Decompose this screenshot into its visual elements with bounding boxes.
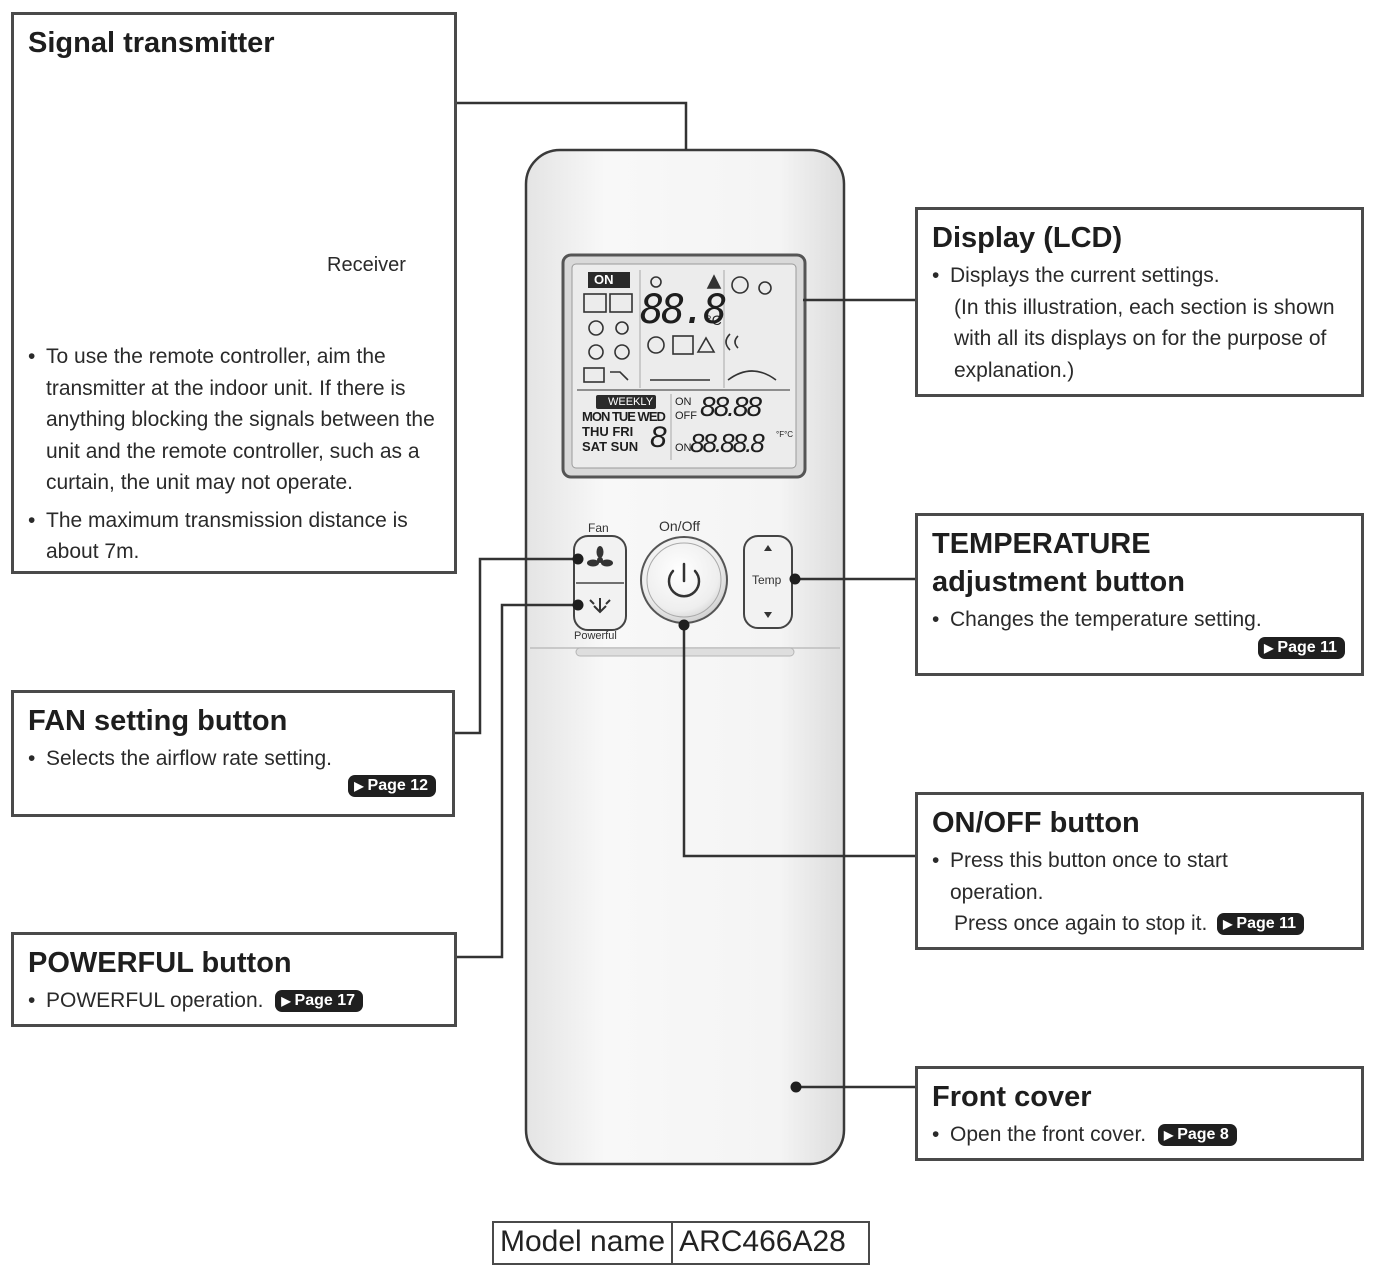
powerful-button-icon [589,598,611,614]
front-cover-bullet-text: Open the front cover. [950,1123,1147,1146]
lcd-unit-fc: °F°C [776,430,794,439]
receiver-label: Receiver [327,254,406,276]
model-name-value: ARC466A28 [671,1223,868,1263]
temp-up-icon [764,545,772,551]
temp-down-icon [764,612,772,618]
powerful-page-label: Page 17 [294,992,356,1010]
front-cover-page-label: Page 8 [1177,1126,1229,1144]
fan-setting-box: FAN setting button Selects the airflow r… [11,690,455,817]
onoff-bullet-text: Press this button once to start operatio… [950,849,1228,904]
lcd-on-label: ON [594,272,614,287]
temperature-page-badge[interactable]: ▶Page 11 [1258,636,1345,659]
lcd-unit-c: °C [706,312,722,328]
lcd-timer-off: OFF [675,410,697,422]
fan-setting-list: Selects the airflow rate setting. [28,743,438,775]
powerful-bullet-1: POWERFUL operation. ▶Page 17 [28,985,440,1017]
front-cover-box: Front cover Open the front cover. ▶Page … [915,1066,1364,1161]
display-title: Display (LCD) [932,222,1123,254]
temperature-button[interactable] [746,538,790,626]
lcd-days-row1: MON TUE WED [582,409,666,424]
display-bullet-note: (In this illustration, each section is s… [954,295,1335,382]
powerful-title: POWERFUL button [28,947,292,979]
lcd-mode-icons [583,274,777,383]
powerful-button-label: Powerful [574,630,617,642]
fan-setting-bullet-1: Selects the airflow rate setting. [28,743,438,775]
powerful-list: POWERFUL operation. ▶Page 17 [28,985,440,1017]
lcd-temperature-digits: 88.8 [640,287,727,333]
lcd-time2: 88.88.8 [690,428,765,458]
lcd-days-row2: THU FRI [582,424,634,439]
display-bullet-1: Displays the current settings. (In this … [932,260,1347,386]
signal-transmitter-list: To use the remote controller, aim the tr… [28,341,448,568]
temp-button-label: Temp [752,573,782,587]
front-cover-title: Front cover [932,1081,1092,1113]
connector-dots [572,553,802,1093]
powerful-bullet-text: POWERFUL operation. [46,989,264,1012]
fan-page-badge[interactable]: ▶Page 12 [348,774,436,797]
lcd-display [561,253,807,479]
model-name-table: Model name ARC466A28 [492,1221,870,1265]
temperature-bullet-1: Changes the temperature setting. [932,604,1347,636]
fan-button[interactable] [576,538,624,582]
powerful-page-badge[interactable]: ▶Page 17 [275,990,364,1013]
onoff-button-label: On/Off [659,518,700,534]
temperature-list: Changes the temperature setting. [932,604,1347,636]
onoff-page-badge[interactable]: ▶Page 11 [1217,913,1304,936]
fan-page-label: Page 12 [367,776,428,794]
onoff-title: ON/OFF button [932,807,1140,839]
front-cover-page-badge[interactable]: ▶Page 8 [1157,1124,1237,1147]
temperature-title-line2: adjustment button [932,566,1185,598]
onoff-button[interactable] [641,537,727,623]
model-name-label: Model name [500,1225,666,1258]
lcd-day-digit: 8 [650,421,667,454]
signal-transmitter-title: Signal transmitter [28,27,275,59]
lcd-timer-on-2: ON [675,442,692,454]
powerful-button[interactable] [576,585,624,628]
display-list: Displays the current settings. (In this … [932,260,1347,386]
connector-lines [455,101,917,1089]
lcd-weekly-badge [596,395,656,409]
lcd-timer-on: ON [675,396,692,408]
power-icon [667,562,701,598]
temperature-page-label: Page 11 [1277,638,1337,656]
fan-button-label: Fan [588,521,609,535]
front-cover[interactable] [530,660,840,1150]
display-box: Display (LCD) Displays the current setti… [915,207,1364,397]
powerful-box: POWERFUL button POWERFUL operation. ▶Pag… [11,932,457,1027]
signal-bullet-2: The maximum transmission distance is abo… [28,505,448,568]
front-cover-bullet-1: Open the front cover. ▶Page 8 [932,1119,1347,1151]
lcd-weekly-label: WEEKLY [608,396,654,408]
onoff-list: Press this button once to start operatio… [932,845,1347,940]
remote-buttons [573,535,793,631]
onoff-bullet-1: Press this button once to start operatio… [932,845,1347,940]
onoff-bullet-line2: Press once again to stop it. [954,912,1208,935]
temperature-title-line1: TEMPERATURE [932,528,1151,560]
fan-button-icon [587,546,613,567]
lcd-time1: 88.88 [700,391,762,422]
front-cover-list: Open the front cover. ▶Page 8 [932,1119,1347,1151]
temperature-box: TEMPERATURE adjustment button Changes th… [915,513,1364,676]
display-bullet-text: Displays the current settings. [950,264,1220,287]
fan-setting-title: FAN setting button [28,705,288,737]
lcd-days-row3: SAT SUN [582,439,639,454]
signal-bullet-1: To use the remote controller, aim the tr… [28,341,448,499]
signal-transmitter-box: Signal transmitter To use the remote con… [11,12,457,574]
onoff-box: ON/OFF button Press this button once to … [915,792,1364,950]
onoff-page-label: Page 11 [1236,915,1296,933]
